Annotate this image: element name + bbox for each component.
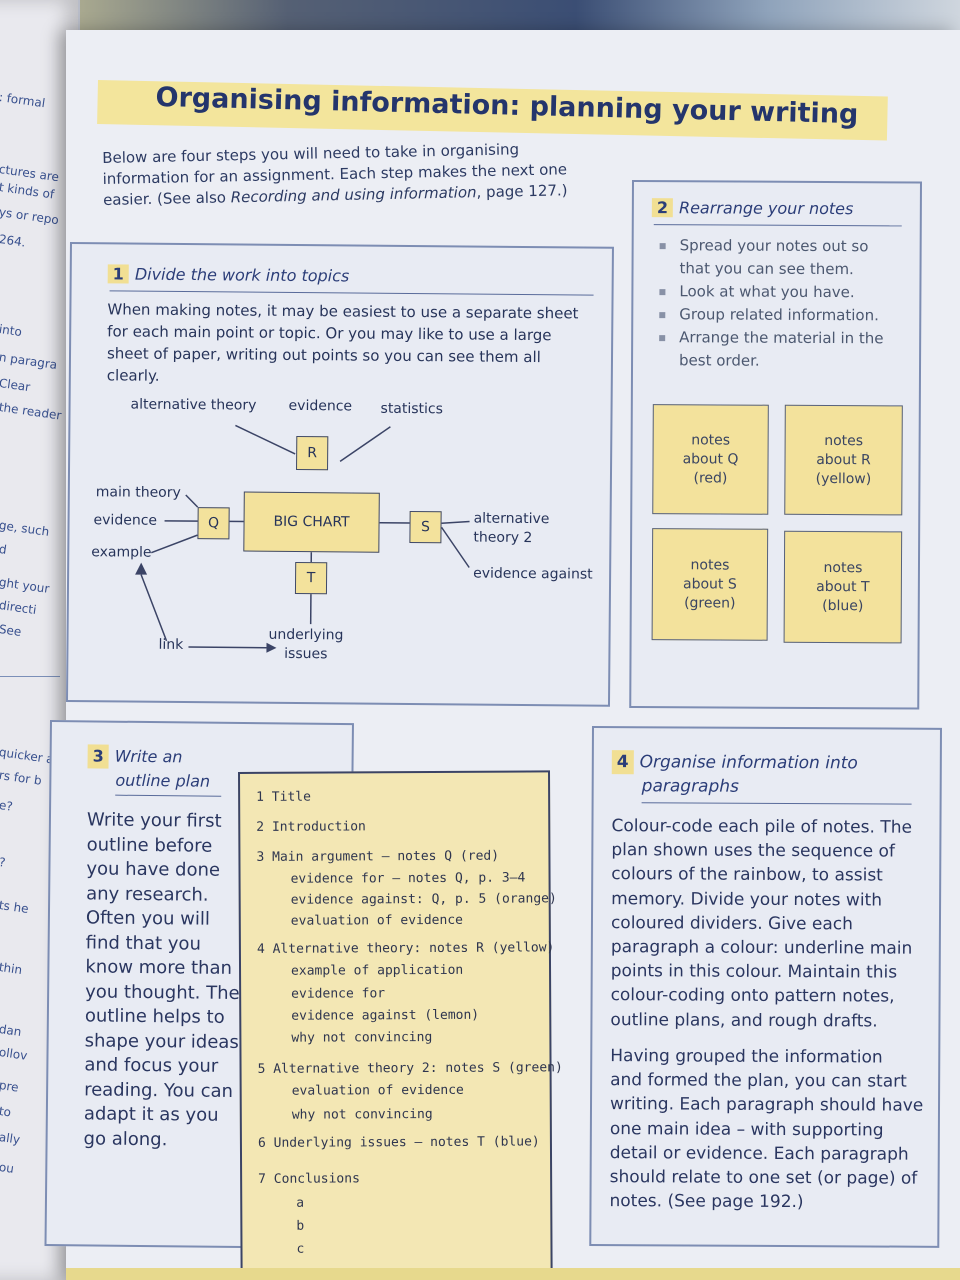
- left-fragment: into: [0, 322, 23, 340]
- left-fragment: n paragra: [0, 350, 59, 373]
- outline-line: 3 Main argument – notes Q (red): [256, 848, 500, 865]
- label-statistics: statistics: [380, 400, 444, 418]
- left-fragment: Clear: [0, 376, 32, 395]
- intro-text: Below are four steps you will need to ta…: [102, 138, 573, 211]
- node-s: S: [409, 510, 442, 544]
- left-fragment: to: [0, 1104, 12, 1120]
- label-evidence-against: evidence against: [473, 565, 593, 583]
- left-fragment: ght your: [0, 575, 51, 596]
- page-bottom-band: [66, 1268, 960, 1280]
- step-title: paragraphs: [641, 776, 739, 797]
- outline-line: evidence against (lemon): [291, 1007, 480, 1024]
- outline-line: a: [296, 1195, 305, 1211]
- outline-line: why not convincing: [291, 1029, 433, 1046]
- label-evidence-left: evidence: [93, 512, 158, 529]
- step-number: 4: [611, 750, 634, 775]
- outline-line: c: [296, 1241, 305, 1257]
- left-fragment: ts he: [0, 898, 30, 917]
- left-fragment: t kinds of: [0, 180, 56, 202]
- book-page: Organising information: planning your wr…: [44, 30, 960, 1280]
- left-fragment: See: [0, 622, 23, 639]
- outline-plan-sheet: 1 Title 2 Introduction 3 Main argument –…: [238, 770, 563, 1276]
- left-fragment: quicker a: [0, 745, 55, 767]
- node-t: T: [294, 561, 328, 595]
- label-alt-theory: alternative theory: [130, 396, 257, 414]
- outline-line: 1 Title: [256, 789, 311, 805]
- node-q: Q: [197, 507, 230, 540]
- step2-underline: [653, 224, 902, 227]
- node-r: R: [296, 435, 329, 471]
- bullet-item: Group related information.: [655, 303, 915, 327]
- step-number: 2: [651, 198, 674, 218]
- step-title: Organise information into: [639, 752, 858, 774]
- left-fragment: ollov: [0, 1045, 29, 1063]
- left-fragment: d: [0, 542, 8, 557]
- outline-line: evidence for – notes Q, p. 3–4: [290, 870, 526, 887]
- left-fragment: ally: [0, 1130, 21, 1147]
- outline-line: b: [296, 1218, 305, 1234]
- left-fragment: rs for b: [0, 768, 43, 788]
- step-title: Write an: [114, 746, 183, 767]
- outline-line: evaluation of evidence: [291, 1082, 464, 1099]
- left-fragment: ge, such: [0, 518, 51, 539]
- outline-line: 5 Alternative theory 2: notes S (green): [257, 1060, 563, 1077]
- label-evidence-top: evidence: [288, 397, 353, 415]
- outline-line: example of application: [291, 962, 464, 979]
- left-fragment: directi: [0, 598, 38, 618]
- left-rule: [0, 676, 60, 677]
- outline-line: 4 Alternative theory: notes R (yellow): [256, 940, 555, 957]
- outline-line: evidence against: Q, p. 5 (orange): [290, 891, 557, 908]
- label-main-theory: main theory: [95, 484, 181, 501]
- left-fragment: : formal: [0, 90, 47, 111]
- step-title: Rearrange your notes: [678, 198, 854, 219]
- step3-underline: [115, 794, 222, 797]
- left-fragment: thin: [0, 960, 24, 978]
- left-fragment: the reader: [0, 400, 63, 423]
- outline-line: evidence for: [291, 986, 386, 1002]
- label-link: link: [158, 636, 184, 654]
- step-title: outline plan: [115, 770, 211, 791]
- outline-line: 2 Introduction: [256, 819, 366, 835]
- outline-line: 6 Underlying issues – notes T (blue): [257, 1134, 540, 1151]
- left-fragment: ys or repo: [0, 205, 60, 228]
- outline-line: evaluation of evidence: [290, 912, 464, 929]
- left-fragment: ?: [0, 855, 7, 870]
- left-fragment: ou: [0, 1160, 15, 1176]
- step-number: 3: [87, 744, 109, 769]
- node-big-chart: BIG CHART: [243, 491, 380, 553]
- left-fragment: 264.: [0, 232, 27, 250]
- left-fragment: dan: [0, 1022, 23, 1040]
- outline-line: why not convincing: [291, 1106, 433, 1123]
- outline-line: 7 Conclusions: [258, 1171, 360, 1187]
- label-example: example: [91, 544, 152, 561]
- label-alt-theory-2: alternative theory 2: [473, 510, 550, 547]
- bullet-item: Look at what you have.: [655, 280, 915, 304]
- step4-underline: [641, 802, 912, 805]
- label-underlying-issues: underlying issues: [268, 626, 344, 663]
- left-fragment: e?: [0, 798, 14, 814]
- left-fragment: pre: [0, 1078, 20, 1095]
